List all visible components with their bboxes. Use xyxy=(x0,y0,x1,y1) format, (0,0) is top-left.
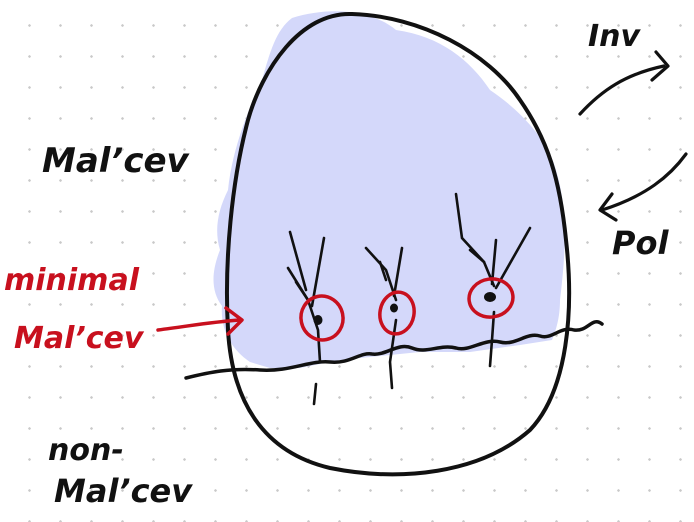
label-minimal-line1: minimal xyxy=(4,263,140,298)
curved-arrow-left-icon xyxy=(600,154,686,220)
label-pol: Pol xyxy=(612,224,669,262)
maltsev-region xyxy=(214,11,565,368)
label-non-line2: Mal’cev xyxy=(54,472,193,510)
minimal-dot-3 xyxy=(484,292,496,302)
label-non-line1: non- xyxy=(48,433,124,468)
label-inv: Inv xyxy=(588,19,642,54)
curved-arrow-right-icon xyxy=(580,52,668,114)
label-mal-cev: Mal’cev xyxy=(42,141,191,181)
minimal-dot-1 xyxy=(314,315,323,325)
label-minimal-line2: Mal’cev xyxy=(14,321,145,356)
minimal-dot-2 xyxy=(390,304,398,313)
